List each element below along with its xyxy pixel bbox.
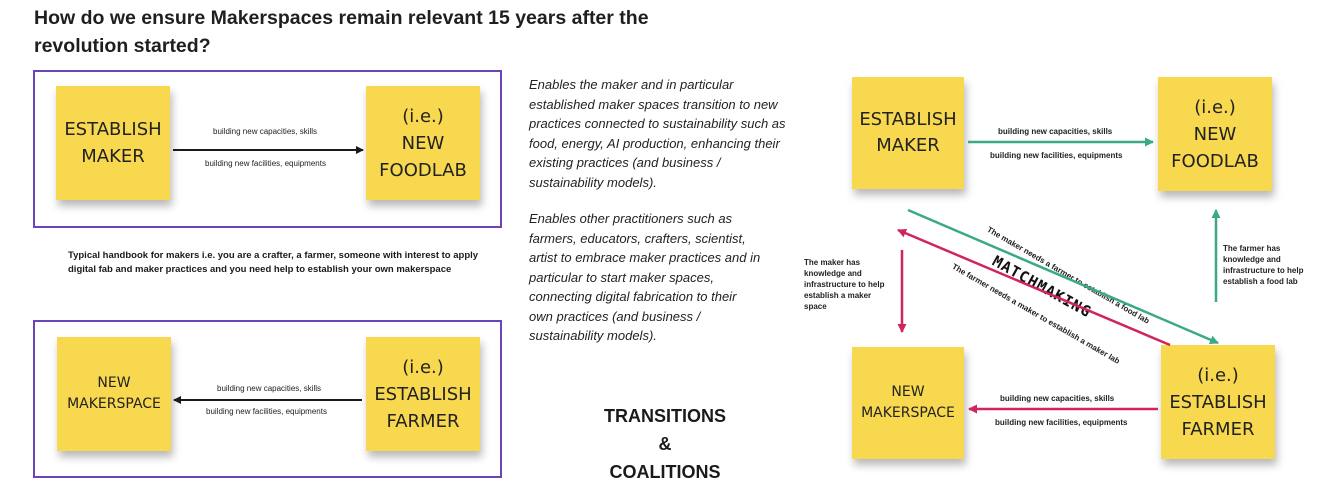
sticky-establish-maker[interactable]: ESTABLISH MAKER	[56, 86, 170, 200]
sticky-new-foodlab[interactable]: (i.e.) NEW FOODLAB	[366, 86, 480, 200]
arrow-diagonal-red	[897, 228, 1171, 347]
paragraph-other-practitioners: Enables other practitioners such as farm…	[529, 211, 761, 343]
sticky-new-foodlab-right[interactable]: (i.e.) NEW FOODLAB	[1158, 77, 1272, 191]
sticky-new-makerspace-right[interactable]: NEW MAKERSPACE	[852, 347, 964, 459]
right-bottom-label-facilities: building new facilities, equipments	[995, 418, 1128, 427]
left-bottom-frame	[33, 320, 502, 478]
sticky-new-makerspace[interactable]: NEW MAKERSPACE	[57, 337, 171, 451]
right-top-label-facilities: building new facilities, equipments	[990, 151, 1123, 160]
paragraph-maker-transition: Enables the maker and in particular esta…	[529, 77, 786, 190]
left-top-frame	[33, 70, 502, 228]
arrow-label-facilities: building new facilities, equipments	[206, 407, 327, 416]
maker-side-note: The maker has knowledge and infrastructu…	[804, 258, 885, 311]
transitions-coalitions-heading: TRANSITIONS & COALITIONS	[570, 402, 760, 486]
arrow-diagonal-green	[907, 208, 1219, 345]
coalitions-line: COALITIONS	[609, 462, 721, 482]
sticky-establish-farmer[interactable]: (i.e.) ESTABLISH FARMER	[366, 337, 480, 451]
farmer-side-note: The farmer has knowledge and infrastruct…	[1223, 244, 1304, 286]
right-top-label-capacities: building new capacities, skills	[998, 127, 1113, 136]
page-title: How do we ensure Makerspaces remain rele…	[34, 7, 649, 57]
sticky-establish-maker-right[interactable]: ESTABLISH MAKER	[852, 77, 964, 189]
handbook-text: Typical handbook for makers i.e. you are…	[68, 250, 479, 275]
ampersand-line: &	[658, 434, 672, 454]
sticky-establish-farmer-right[interactable]: (i.e.) ESTABLISH FARMER	[1161, 345, 1275, 459]
arrow-label-capacities: building new capacities, skills	[217, 384, 322, 393]
transitions-line: TRANSITIONS	[603, 406, 726, 426]
right-bottom-label-capacities: building new capacities, skills	[1000, 394, 1115, 403]
arrow-label-capacities: building new capacities, skills	[213, 127, 318, 136]
arrow-label-facilities: building new facilities, equipments	[205, 159, 326, 168]
